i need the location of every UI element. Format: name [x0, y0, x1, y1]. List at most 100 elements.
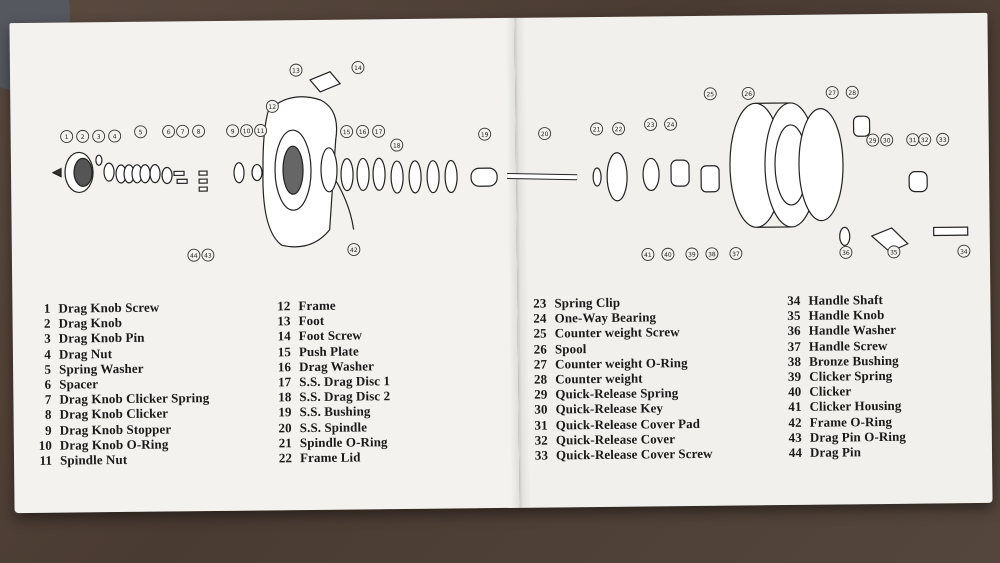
callout-circle — [76, 129, 90, 143]
callout-label: 15 — [343, 129, 351, 136]
part-entry: 21 Spindle O-Ring — [274, 434, 388, 451]
callout-label: 12 — [269, 104, 277, 111]
callout-label: 35 — [890, 249, 898, 256]
callout-circle — [162, 125, 176, 138]
part-name: S.S. Drag Disc 2 — [299, 388, 391, 405]
callout-circle — [351, 61, 365, 74]
part-name: Drag Knob — [58, 315, 123, 331]
callout-label: 28 — [848, 90, 856, 97]
callout-circle — [918, 133, 932, 147]
callout-circle — [703, 87, 717, 101]
part-number: 9 — [45, 422, 52, 438]
part-name: Handle Shaft — [808, 292, 884, 308]
callout-label: 24 — [667, 122, 675, 129]
part-number: 5 — [44, 361, 52, 377]
callout-label: 41 — [644, 252, 652, 259]
part-number: 34 — [787, 292, 801, 309]
part-name: S.S. Bushing — [299, 403, 371, 420]
part-name: Clicker — [809, 383, 852, 399]
part-name: Counter weight O-Ring — [554, 354, 688, 372]
callout-label: 3 — [97, 134, 101, 141]
part-number: 36 — [787, 323, 801, 339]
part-name: One-Way Bearing — [554, 309, 657, 326]
callout-label: 34 — [960, 249, 968, 256]
part-number: 42 — [788, 414, 802, 430]
callout-circle — [845, 85, 859, 99]
part-number: 31 — [534, 417, 548, 433]
part-number: 41 — [788, 399, 802, 415]
part-number: 26 — [533, 341, 547, 357]
part-number: 23 — [533, 295, 547, 311]
part-name: Drag Pin O-Ring — [809, 428, 907, 445]
part-name: Drag Washer — [298, 358, 375, 374]
part-name: Clicker Spring — [809, 367, 893, 384]
part-name: Spindle O-Ring — [299, 433, 388, 450]
callout-label: 44 — [190, 253, 198, 260]
part-number: 38 — [787, 353, 802, 369]
part-number: 43 — [788, 429, 802, 445]
callout-circle — [538, 127, 552, 140]
part-number: 28 — [533, 371, 548, 387]
part-number: 20 — [278, 419, 292, 435]
callout-circle — [661, 247, 675, 261]
part-number: 4 — [44, 346, 52, 362]
part-name: Handle Washer — [808, 322, 897, 339]
callout-label: 38 — [708, 251, 716, 258]
part-name: Quick-Release Spring — [555, 385, 679, 402]
part-number: 24 — [533, 310, 547, 326]
part-name: Quick-Release Cover Pad — [555, 415, 701, 433]
callout-label: 5 — [139, 129, 143, 136]
part-name: Bronze Bushing — [808, 352, 899, 369]
callout-circle — [390, 138, 404, 152]
part-name: Foot — [298, 313, 325, 329]
part-number: 1 — [43, 300, 51, 316]
part-number: 14 — [277, 328, 291, 344]
spool-group — [592, 102, 844, 228]
part-name: Quick-Release Cover — [555, 430, 676, 448]
callout-label: 43 — [204, 253, 212, 260]
callout-circle — [957, 244, 971, 258]
callout-label: 32 — [921, 137, 929, 144]
callout-label: 21 — [593, 126, 601, 133]
part-number: 44 — [788, 444, 803, 460]
part-name: Spacer — [59, 376, 99, 392]
callout-circle — [226, 124, 240, 138]
part-name: Quick-Release Key — [555, 400, 664, 417]
callout-label: 14 — [354, 65, 362, 72]
part-number: 8 — [44, 407, 52, 423]
callout-label: 8 — [197, 129, 201, 136]
callout-circle — [664, 117, 678, 131]
part-number: 3 — [44, 331, 51, 347]
callout-label: 22 — [615, 126, 623, 133]
part-number: 30 — [534, 401, 548, 418]
part-number: 7 — [44, 391, 52, 407]
callout-label: 37 — [732, 251, 740, 258]
drag-knob-group — [51, 151, 263, 194]
callout-label: 19 — [481, 132, 489, 139]
part-name: Drag Knob Clicker Spring — [59, 390, 210, 407]
part-name: Handle Screw — [808, 337, 888, 354]
callout-circle — [825, 86, 839, 99]
part-name: Drag Nut — [58, 345, 113, 362]
part-number: 15 — [277, 343, 291, 359]
callout-label: 31 — [909, 137, 917, 144]
part-name: Push Plate — [298, 343, 359, 359]
part-name: Spring Clip — [554, 294, 621, 311]
part-entry: 4 Drag Nut — [31, 346, 112, 363]
part-name: Clicker Housing — [809, 398, 902, 415]
callout-circle — [936, 132, 950, 146]
callout-circle — [887, 245, 901, 259]
part-number: 21 — [278, 434, 292, 451]
part-name: Frame Lid — [299, 449, 361, 466]
callout-label: 26 — [744, 91, 752, 98]
